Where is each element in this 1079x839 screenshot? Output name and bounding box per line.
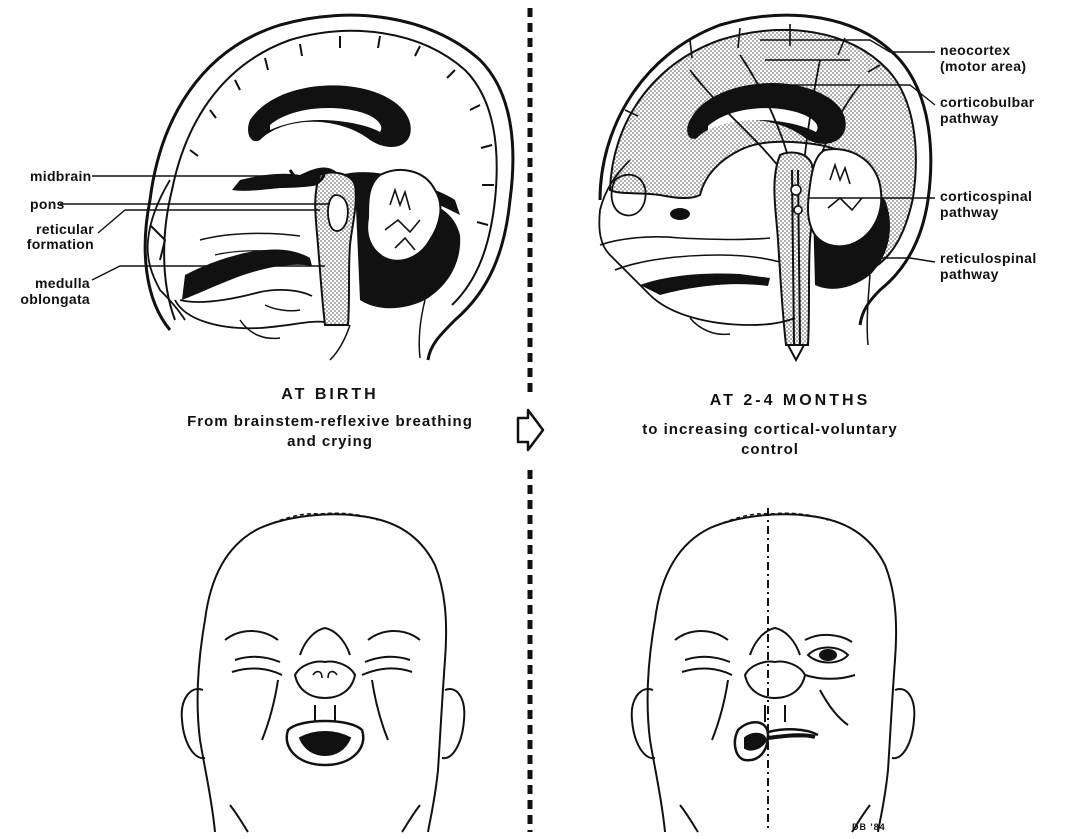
artist-signature: DB '84 xyxy=(852,822,886,832)
label-pons: pons xyxy=(30,197,65,212)
infant-brain-sagittal xyxy=(599,15,935,360)
caption-right-line2: control xyxy=(560,440,980,459)
caption-at-2-4-months: AT 2-4 MONTHS xyxy=(610,392,970,410)
label-reticular-line1: reticular xyxy=(30,222,94,237)
label-neocortex-line1: neocortex xyxy=(940,42,1011,58)
label-reticulospinal-line1: reticulospinal xyxy=(940,250,1037,266)
label-neocortex-line2: (motor area) xyxy=(940,58,1026,74)
label-reticulospinal-line2: pathway xyxy=(940,266,999,282)
label-midbrain: midbrain xyxy=(30,169,92,184)
newborn-face-crying xyxy=(182,513,465,832)
label-reticular-line2: formation xyxy=(22,237,94,252)
caption-right-line1: to increasing cortical-voluntary xyxy=(560,420,980,439)
label-corticospinal-line2: pathway xyxy=(940,204,999,220)
caption-left-line2: and crying xyxy=(120,432,540,451)
label-corticobulbar-line2: pathway xyxy=(940,110,999,126)
caption-at-birth: AT BIRTH xyxy=(180,386,480,404)
label-medulla-line2: oblongata xyxy=(10,292,90,307)
caption-left-line1: From brainstem-reflexive breathing xyxy=(120,412,540,431)
label-medulla-line1: medulla xyxy=(24,276,90,291)
newborn-brain-sagittal xyxy=(60,15,513,360)
label-corticobulbar-line1: corticobulbar xyxy=(940,94,1035,110)
label-corticospinal-line1: corticospinal xyxy=(940,188,1032,204)
infant-face-partial-control xyxy=(632,508,915,832)
